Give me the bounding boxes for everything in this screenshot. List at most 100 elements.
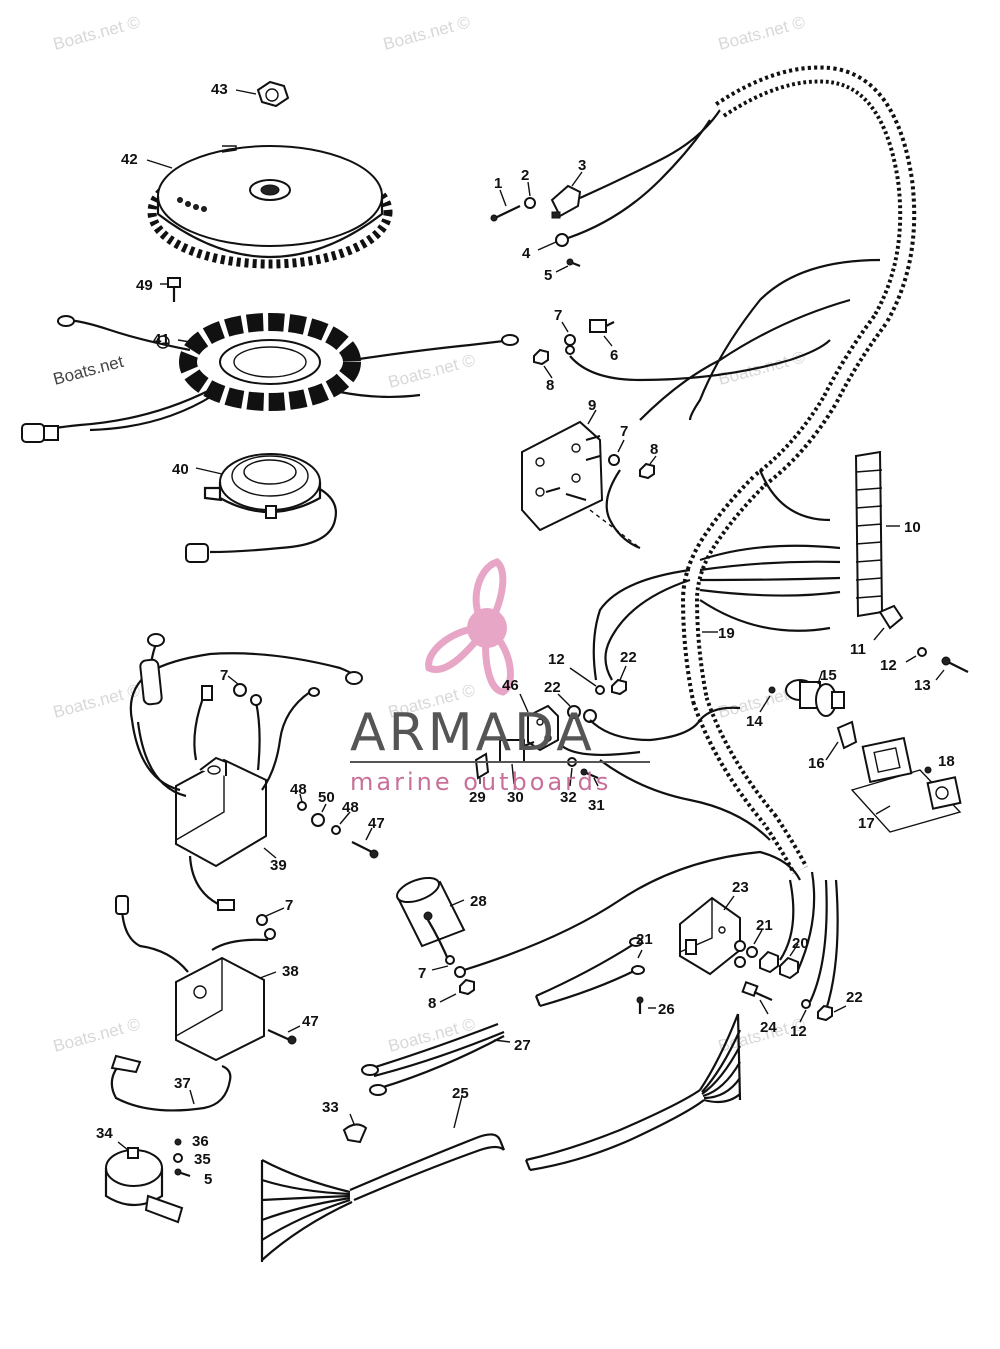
instrument-plate-17: [850, 736, 962, 833]
callout-48: 48: [342, 799, 359, 816]
watermark: Boats.net ©: [51, 1014, 142, 1056]
callout-15: 15: [820, 667, 837, 684]
callout-22: 22: [620, 649, 637, 666]
callout-23: 23: [732, 879, 749, 896]
watermark: Boats.net ©: [386, 1014, 477, 1056]
callout-13: 13: [914, 677, 931, 694]
brand-tagline: marine outboards: [350, 768, 611, 796]
ground-cable-27: [361, 1022, 505, 1096]
callout-46: 46: [502, 677, 519, 694]
battery-cable: [534, 937, 645, 1008]
watermark: Boats.net ©: [51, 680, 142, 722]
capacitor-28: [396, 876, 466, 948]
switch-3: [550, 184, 582, 219]
callout-19: 19: [718, 625, 735, 642]
callout-17: 17: [858, 815, 875, 832]
sensor-34: [104, 1147, 184, 1224]
callout-34: 34: [96, 1125, 113, 1142]
clip-33: [342, 1123, 368, 1144]
power-pack-39: [175, 756, 267, 868]
callout-9: 9: [588, 397, 596, 414]
callout-7: 7: [220, 667, 228, 684]
callout-12: 12: [880, 657, 897, 674]
callout-47: 47: [302, 1013, 319, 1030]
callout-14: 14: [746, 713, 763, 730]
callout-22: 22: [846, 989, 863, 1006]
callout-labels: 43 42 49 41 40 1 2 3 4 5 7 6 8 9 7 8 10 …: [96, 81, 955, 1188]
callout-33: 33: [322, 1099, 339, 1116]
callout-12: 12: [790, 1023, 807, 1040]
callout-37: 37: [174, 1075, 191, 1092]
screw-47b: [267, 1028, 297, 1045]
callout-43: 43: [211, 81, 228, 98]
power-pack-38: [175, 956, 265, 1062]
brand-name: ARMADA: [350, 703, 595, 763]
main-harness-19: [680, 65, 917, 875]
rectifier-9: [521, 420, 604, 532]
brand-logo: ARMADA marine outboards: [350, 558, 650, 796]
callout-42: 42: [121, 151, 138, 168]
terminal-6: [589, 319, 615, 333]
stator: [179, 313, 361, 411]
callout-11: 11: [850, 641, 866, 658]
callout-41: 41: [153, 331, 170, 348]
timer-base: [203, 453, 322, 519]
callout-5: 5: [544, 267, 552, 284]
callout-8: 8: [546, 377, 554, 394]
callout-5: 5: [204, 1171, 212, 1188]
callout-7: 7: [620, 423, 628, 440]
washer-2: [524, 197, 536, 209]
callout-22: 22: [544, 679, 561, 696]
ignition-switch-15: [785, 679, 858, 750]
callout-7: 7: [285, 897, 293, 914]
callout-25: 25: [452, 1085, 469, 1102]
callout-35: 35: [194, 1151, 211, 1168]
watermark: Boats.net ©: [51, 12, 142, 54]
watermark: Boats.net ©: [381, 12, 472, 54]
callout-27: 27: [514, 1037, 531, 1054]
callout-1: 1: [494, 175, 502, 192]
callout-6: 6: [610, 347, 618, 364]
callout-21: 21: [756, 917, 773, 934]
callout-30: 30: [507, 789, 524, 806]
callout-38: 38: [282, 963, 299, 980]
callout-47: 47: [368, 815, 385, 832]
callout-4: 4: [522, 245, 531, 262]
callout-50: 50: [318, 789, 335, 806]
callout-2: 2: [521, 167, 529, 184]
callout-3: 3: [578, 157, 586, 174]
watermark: Boats.net ©: [386, 350, 477, 392]
bolt-24: [741, 980, 773, 1002]
callout-20: 20: [792, 935, 809, 952]
bolt-49: [167, 277, 181, 302]
nuts-20-21: [734, 940, 799, 980]
callout-48: 48: [290, 781, 307, 798]
screw-1: [490, 205, 521, 222]
callout-21: 21: [636, 931, 653, 948]
callout-12: 12: [548, 651, 565, 668]
flywheel: [147, 80, 393, 269]
bracket-46: [527, 704, 559, 752]
jumper-11: [878, 604, 904, 630]
callout-7: 7: [418, 965, 426, 982]
callout-32: 32: [560, 789, 577, 806]
callout-49: 49: [136, 277, 153, 294]
terminal-block-10: [854, 450, 884, 618]
callout-40: 40: [172, 461, 189, 478]
propeller-icon: [425, 558, 514, 696]
callout-36: 36: [192, 1133, 209, 1150]
washer-4: [555, 233, 569, 247]
spark-plug-lead-37: [110, 1054, 232, 1112]
callout-24: 24: [760, 1019, 777, 1036]
callout-28: 28: [470, 893, 487, 910]
callout-26: 26: [658, 1001, 675, 1018]
callout-39: 39: [270, 857, 287, 874]
callout-7: 7: [554, 307, 562, 324]
callout-16: 16: [808, 755, 825, 772]
screw-13: [941, 656, 969, 673]
callout-18: 18: [938, 753, 955, 770]
callout-10: 10: [904, 519, 921, 536]
callout-8: 8: [650, 441, 658, 458]
callout-31: 31: [588, 797, 605, 814]
